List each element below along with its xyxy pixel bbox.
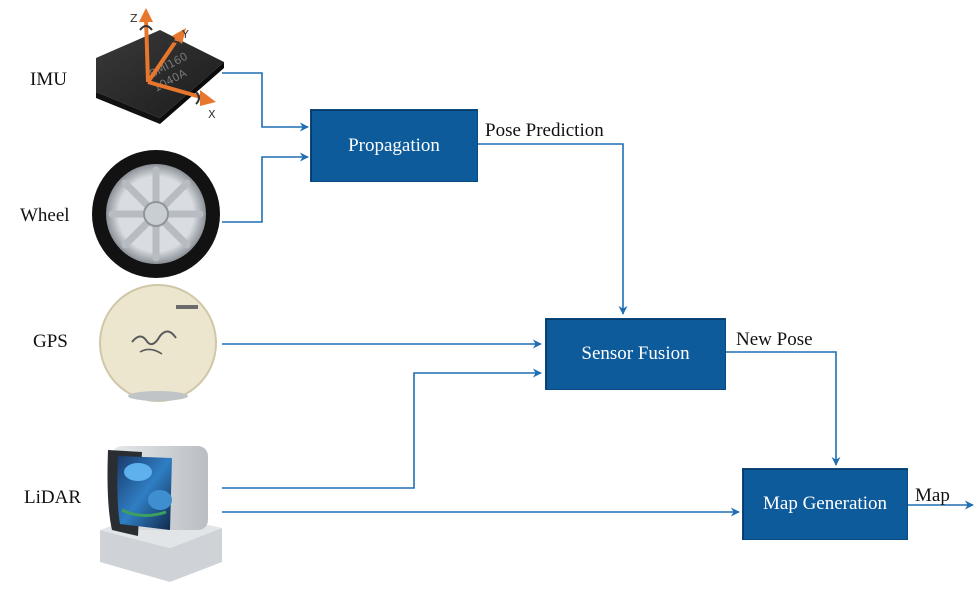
propagation-label: Propagation [348,134,440,156]
gps-antenna-image [99,284,217,402]
arrow-wheel-to-propagation [222,152,309,223]
imu-axis-z: Z [130,12,138,25]
map-output-label: Map [915,485,950,506]
new-pose-label: New Pose [736,329,813,350]
sensor-fusion-block: Sensor Fusion [545,318,726,390]
arrow-lidar-to-sensor-fusion [222,368,542,489]
map-generation-block: Map Generation [742,468,908,540]
pose-prediction-label: Pose Prediction [485,120,604,141]
propagation-block: Propagation [310,109,478,182]
lidar-label: LiDAR [24,487,81,508]
imu-axis-y: Y [181,28,189,41]
arrow-imu-to-propagation [222,72,309,132]
lidar-image [100,446,222,582]
arrow-propagation-to-sensor-fusion [476,143,628,315]
imu-label: IMU [30,69,67,90]
map-generation-label: Map Generation [763,493,887,514]
arrow-sensor-fusion-to-map-generation [724,351,841,466]
wheel-label: Wheel [20,205,70,226]
imu-chip-image: BMI160 1040A Z Y X [96,8,224,124]
wheel-image [92,150,220,278]
sensor-fusion-label: Sensor Fusion [581,343,690,364]
gps-label: GPS [33,331,68,352]
imu-axis-x: X [208,108,216,121]
